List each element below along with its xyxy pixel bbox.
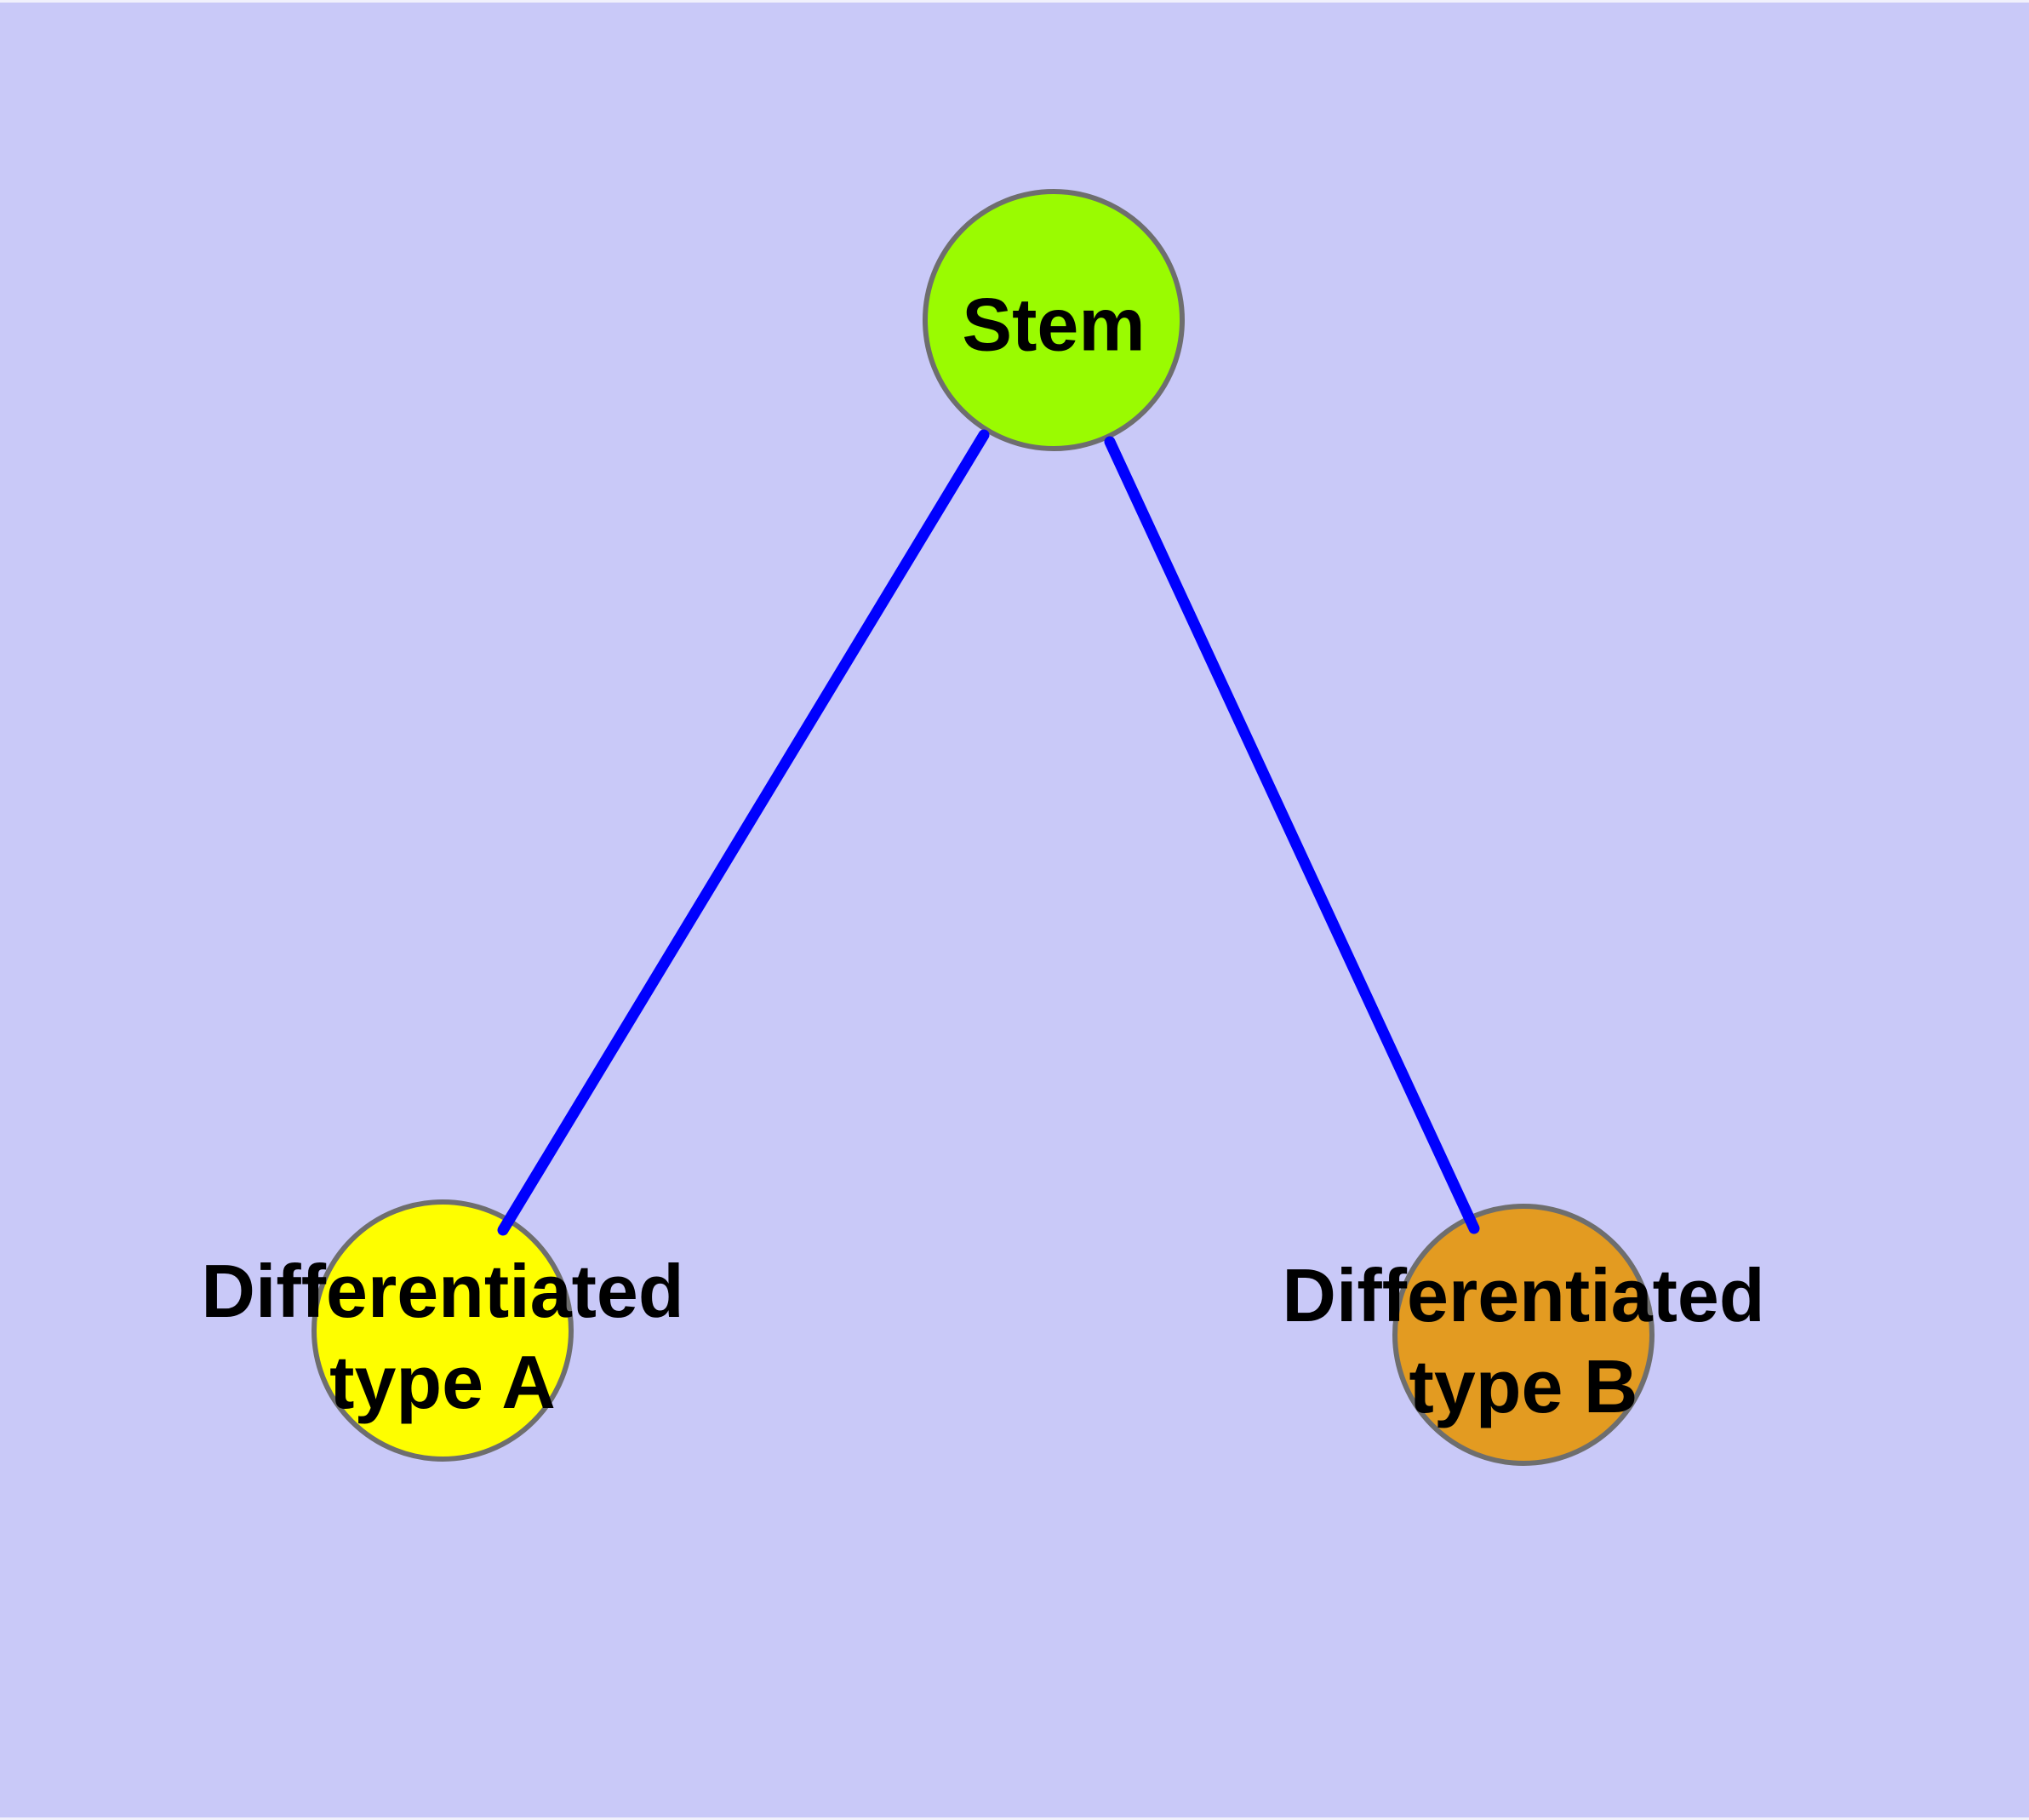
node-differentiated-type-a-label-line2: type A <box>329 1340 556 1424</box>
node-differentiated-type-a-label: Differentiated type A <box>201 1245 683 1428</box>
node-differentiated-type-b-label-line1: Differentiated <box>1282 1253 1765 1337</box>
node-stem-circle <box>923 189 1185 451</box>
node-differentiated-type-b-label-line2: type B <box>1409 1344 1638 1428</box>
node-differentiated-type-b-circle <box>1392 1204 1655 1466</box>
edge-stem-to-type-b <box>1104 436 1480 1234</box>
node-differentiated-type-a-circle <box>311 1199 574 1462</box>
node-stem-label: Stem <box>962 282 1146 367</box>
edge-stem-to-type-a <box>497 429 990 1236</box>
node-differentiated-type-b-label: Differentiated type B <box>1282 1250 1764 1432</box>
node-differentiated-type-a-label-line1: Differentiated <box>201 1249 684 1333</box>
graph-svg <box>311 189 1655 1466</box>
